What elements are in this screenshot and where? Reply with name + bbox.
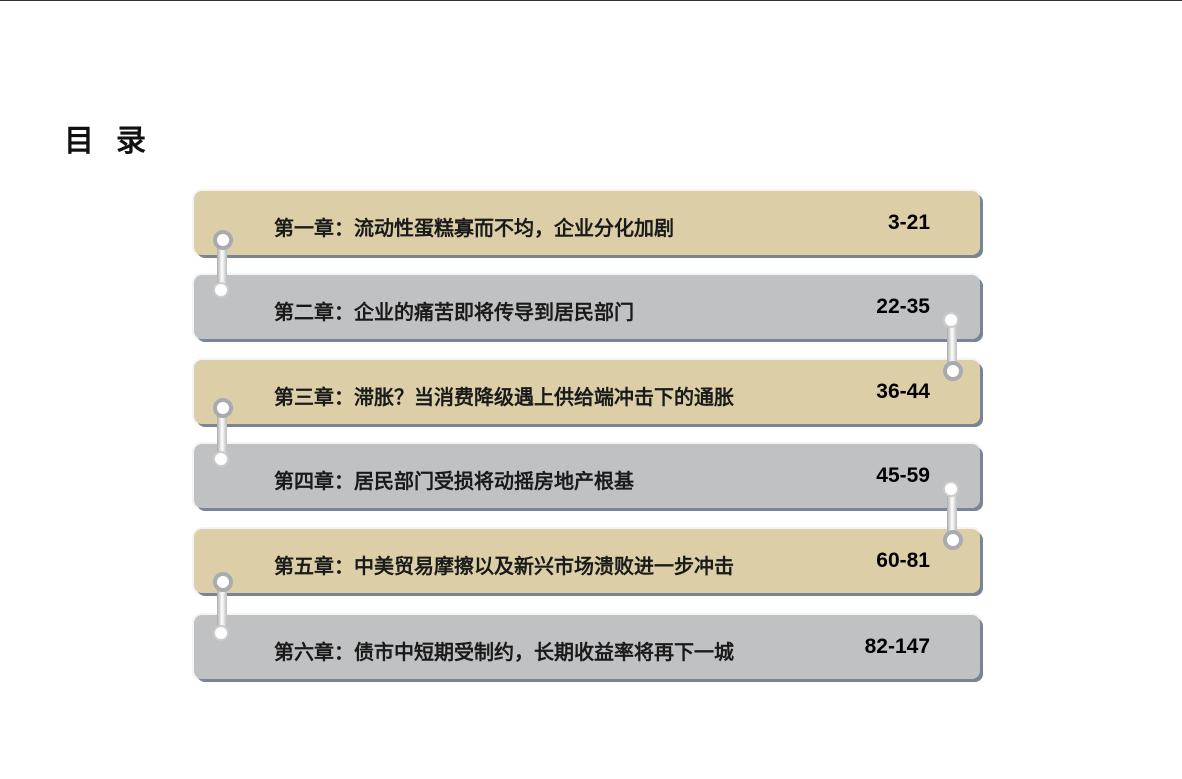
top-border [0,0,1182,1]
chapter-label: 第六章：债市中短期受制约，长期收益率将再下一城 [274,640,734,664]
binder-ring-icon [943,530,963,550]
binder-ring-icon [213,230,233,250]
binder-connector [217,238,227,290]
chapter-label: 第五章：中美贸易摩擦以及新兴市场溃败进一步冲击 [274,554,734,578]
chapter-pages: 36-44 [876,380,930,403]
binder-hole-icon [943,312,959,328]
toc-item-2[interactable]: 第二章：企业的痛苦即将传导到居民部门 22-35 [194,275,980,339]
chapter-label: 第三章：滞胀？当消费降级遇上供给端冲击下的通胀 [274,385,734,409]
chapter-label: 第一章：流动性蛋糕寡而不均，企业分化加剧 [274,216,674,240]
binder-connector [217,406,227,458]
binder-hole-icon [213,451,229,467]
toc-item-3[interactable]: 第三章：滞胀？当消费降级遇上供给端冲击下的通胀 36-44 [194,360,980,424]
binder-hole-icon [213,625,229,641]
binder-hole-icon [213,282,229,298]
toc-item-4[interactable]: 第四章：居民部门受损将动摇房地产根基 45-59 [194,444,980,508]
chapter-pages: 82-147 [864,635,930,658]
binder-ring-icon [213,572,233,592]
binder-ring-icon [943,361,963,381]
chapter-pages: 60-81 [876,549,930,572]
chapter-pages: 45-59 [876,464,930,487]
binder-hole-icon [943,481,959,497]
chapter-pages: 22-35 [876,295,930,318]
binder-connector [947,487,957,539]
toc-item-6[interactable]: 第六章：债市中短期受制约，长期收益率将再下一城 82-147 [194,615,980,679]
toc-item-1[interactable]: 第一章：流动性蛋糕寡而不均，企业分化加剧 3-21 [194,191,980,255]
chapter-label: 第二章：企业的痛苦即将传导到居民部门 [274,300,634,324]
binder-connector [217,580,227,632]
page-title: 目录 [64,124,168,159]
binder-ring-icon [213,398,233,418]
binder-connector [947,318,957,370]
chapter-pages: 3-21 [887,211,930,234]
chapter-label: 第四章：居民部门受损将动摇房地产根基 [274,469,634,493]
toc-item-5[interactable]: 第五章：中美贸易摩擦以及新兴市场溃败进一步冲击 60-81 [194,529,980,593]
